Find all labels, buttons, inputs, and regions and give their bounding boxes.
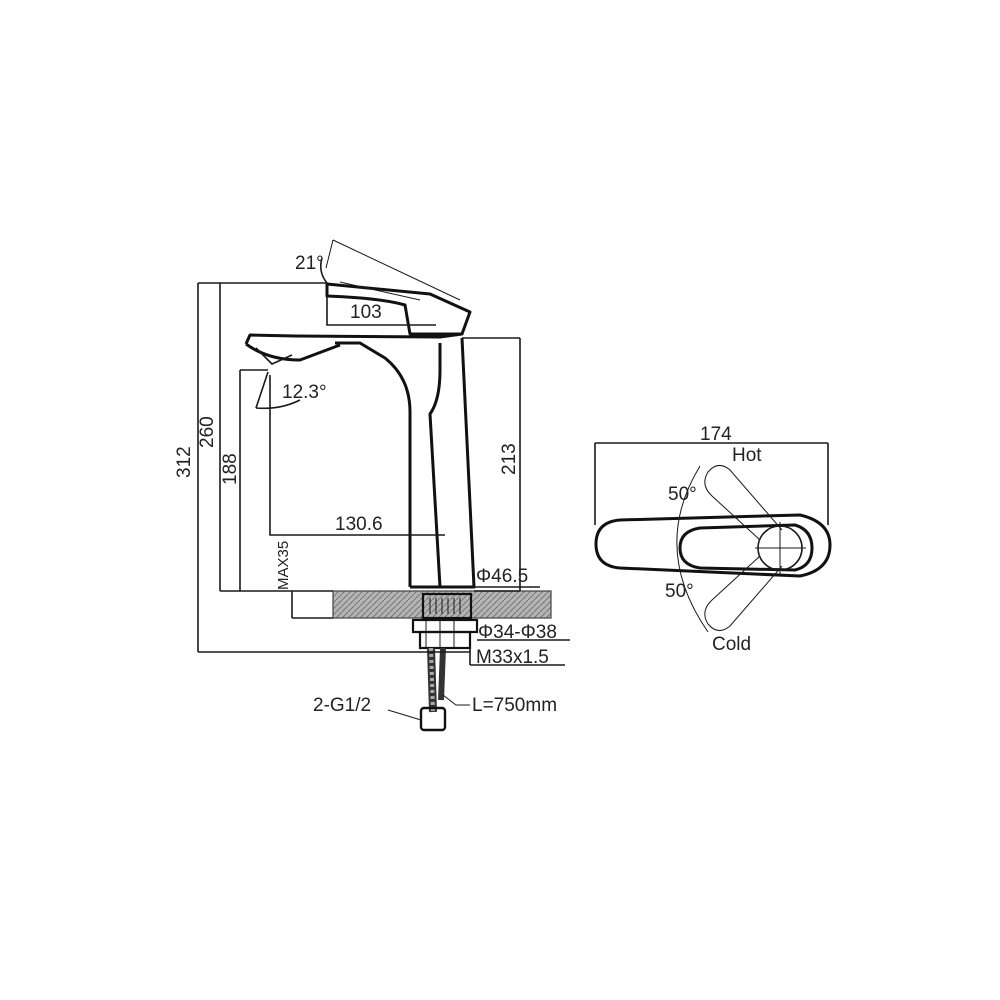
dim-103-line: [326, 296, 436, 326]
hose-leader: [442, 694, 470, 706]
nut-upper: [411, 618, 479, 634]
pivot-cross: [755, 522, 806, 574]
hose-braid: [429, 647, 435, 713]
cold-angle-label: 50°: [665, 581, 694, 602]
height-body-label: 260: [197, 416, 218, 448]
faucet-body: [335, 337, 476, 589]
dim-max35-line: [291, 591, 333, 619]
height-spout-label: 188: [220, 453, 241, 485]
hole-diameter-label: Φ34-Φ38: [478, 622, 557, 643]
dim-12-3-line: [255, 371, 301, 410]
spout: [244, 332, 463, 362]
swing-arc: [676, 465, 709, 633]
connector-leader: [387, 709, 422, 721]
hot-swing-outline: [704, 465, 783, 541]
spout-aerator: [255, 347, 293, 365]
cold-swing-outline: [704, 555, 783, 631]
hot-label: Hot: [732, 445, 762, 466]
dim-reach-line: [269, 375, 445, 536]
connector-label: 2-G1/2: [313, 695, 371, 716]
base-diameter-label: Φ46.5: [476, 566, 528, 587]
lever-angle-label: 21°: [295, 253, 324, 274]
hose-connector: [419, 706, 447, 732]
dim-m33-line: [469, 648, 565, 666]
thread-label: M33x1.5: [476, 647, 549, 668]
height-total-label: 312: [174, 446, 195, 478]
dim-188-line: [239, 369, 268, 591]
hose-length-label: L=750mm: [472, 695, 557, 716]
side-view: 21° 103 12.3° 312 260 188 213 130.6 MAX3…: [174, 239, 570, 732]
dim-21-line: [320, 257, 328, 284]
hot-angle-label: 50°: [668, 484, 697, 505]
nut-lower: [418, 630, 472, 650]
hose-2: [438, 647, 446, 701]
lever-length-label: 103: [350, 302, 382, 323]
cold-label: Cold: [712, 634, 751, 655]
max-thickness-label: MAX35: [275, 541, 292, 590]
thread-lines: [429, 598, 461, 614]
height-tall-label: 213: [499, 443, 520, 475]
handle-top-outline: [594, 513, 832, 578]
dim-260-line: [219, 283, 333, 592]
width-dim-line: [594, 442, 829, 525]
nut-ribs: [425, 621, 455, 647]
reach-label: 130.6: [335, 514, 383, 535]
handle-inner-outline: [678, 523, 814, 572]
dim-213-line: [462, 337, 521, 592]
lever-raised-outline: [325, 239, 461, 301]
top-view: 174 Hot Cold 50° 50°: [594, 424, 832, 655]
shank: [421, 592, 473, 620]
width-label: 174: [700, 424, 732, 445]
spout-angle-label: 12.3°: [282, 382, 327, 403]
lever-handle: [325, 282, 472, 336]
